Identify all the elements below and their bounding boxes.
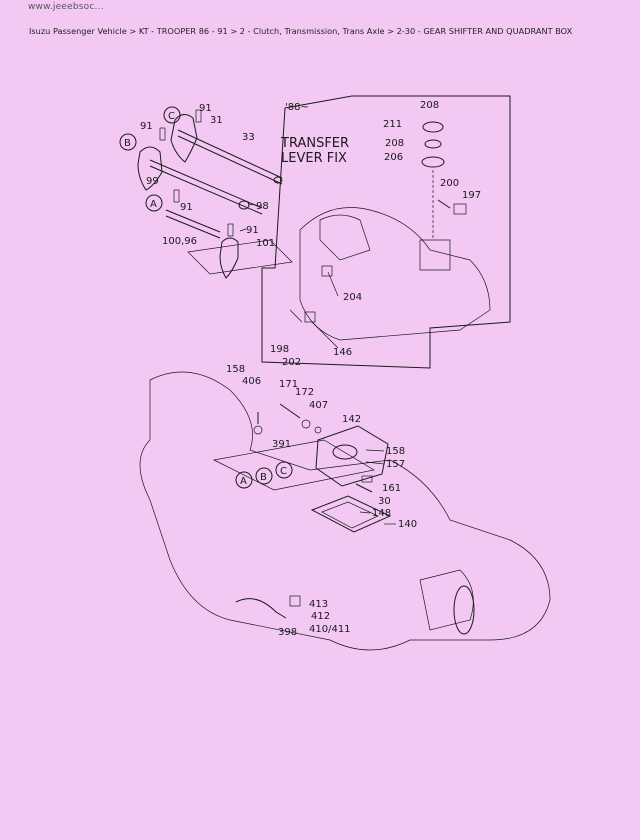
circle-b-upper: B [119, 133, 137, 151]
label-413: 413 [309, 599, 328, 610]
label-202: 202 [282, 357, 301, 368]
svg-text:A: A [150, 199, 157, 210]
svg-text:C: C [280, 466, 287, 477]
inset-title-line1: TRANSFER [280, 136, 349, 151]
label-33: 33 [242, 132, 255, 143]
label-30: 30 [378, 496, 391, 507]
label-206: 206 [384, 152, 403, 163]
label-31: 31 [210, 115, 223, 126]
label-172: 172 [295, 387, 314, 398]
label-91: 91 [180, 202, 193, 213]
label-208: 208 [385, 138, 404, 149]
circle-a-lower: A [235, 471, 253, 489]
label-158: 158 [226, 364, 245, 375]
circle-c-lower: C [275, 461, 293, 479]
label-100-96: 100,96 [162, 236, 197, 247]
label-161: 161 [382, 483, 401, 494]
label-200: 200 [440, 178, 459, 189]
label-211: 211 [383, 119, 402, 130]
label-406: 406 [242, 376, 261, 387]
label-91: 91 [246, 225, 259, 236]
inset-title-line2: LEVER FIX [281, 151, 347, 166]
label-140: 140 [398, 519, 417, 530]
label-410-411: 410/411 [309, 624, 351, 635]
label-158: 158 [386, 446, 405, 457]
label-157: 157 [386, 459, 405, 470]
circle-a-upper: A [145, 194, 163, 212]
label-171: 171 [279, 379, 298, 390]
label-98: 98 [256, 201, 269, 212]
label-101: 101 [256, 238, 275, 249]
svg-text:B: B [260, 472, 267, 483]
label-412: 412 [311, 611, 330, 622]
label-99: 99 [146, 176, 159, 187]
label-91: 91 [199, 103, 212, 114]
label-198: 198 [270, 344, 289, 355]
label-208: 208 [420, 100, 439, 111]
shift-rods-group [137, 109, 293, 279]
label-407: 407 [309, 400, 328, 411]
label-91: 91 [140, 121, 153, 132]
label-391: 391 [272, 439, 291, 450]
label-142: 142 [342, 414, 361, 425]
circle-b-lower: B [255, 467, 273, 485]
label-197: 197 [462, 190, 481, 201]
label-398: 398 [278, 627, 297, 638]
label-204: 204 [343, 292, 362, 303]
svg-text:C: C [168, 111, 175, 122]
transmission-assembly [139, 371, 551, 651]
cutoff-url-text: www.jeeebsoc... [28, 2, 104, 12]
label-146: 146 [333, 347, 352, 358]
svg-text:B: B [124, 138, 131, 149]
breadcrumb: Isuzu Passenger Vehicle > KT - TROOPER 8… [29, 26, 573, 36]
year-mark: '88~ [285, 102, 309, 113]
label-148: 148 [372, 508, 391, 519]
circle-c-upper: C [163, 106, 181, 124]
svg-text:A: A [240, 476, 247, 487]
transfer-lever-inset: '88~ TRANSFER LEVER FIX [261, 95, 511, 369]
